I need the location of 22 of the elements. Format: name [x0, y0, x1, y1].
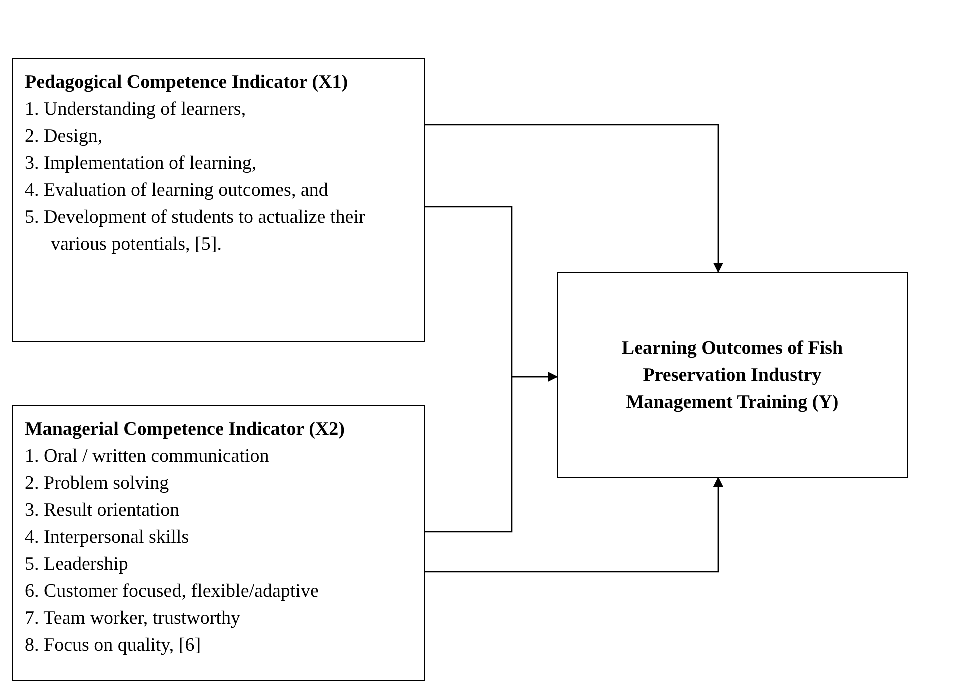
- indicator-item: 2. Problem solving: [25, 472, 170, 496]
- indicator-heading: Pedagogical Competence Indicator (X1): [25, 71, 350, 95]
- indicator-item: 1. Oral / written communication: [25, 445, 270, 469]
- indicator-box: [12, 405, 425, 681]
- indicator-heading: Managerial Competence Indicator (X2): [25, 418, 346, 442]
- indicator-item: 1. Understanding of learners,: [25, 98, 248, 122]
- indicator-item: 4. Interpersonal skills: [25, 526, 190, 550]
- outcome-box: [557, 272, 908, 478]
- indicator-item: 7. Team worker, trustworthy: [25, 607, 242, 631]
- indicator-item: 5. Leadership: [25, 553, 130, 577]
- arrow: [425, 372, 558, 533]
- indicator-item: 8. Focus on quality, [6]: [25, 634, 202, 658]
- indicator-item: 6. Customer focused, flexible/adaptive: [25, 580, 320, 604]
- indicator-item: 3. Result orientation: [25, 499, 181, 523]
- indicator-item: 5. Development of students to actualize their various potentials, [5].: [25, 206, 366, 257]
- outcome-title: Learning Outcomes of Fish Preservation Industry Management Training (Y): [620, 336, 844, 414]
- arrow: [425, 477, 724, 573]
- indicator-item: 2. Design,: [25, 125, 104, 149]
- arrow: [425, 124, 724, 273]
- indicator-item: 4. Evaluation of learning outcomes, and: [25, 179, 330, 203]
- indicator-item: 3. Implementation of learning,: [25, 152, 258, 176]
- indicator-box: [12, 58, 425, 342]
